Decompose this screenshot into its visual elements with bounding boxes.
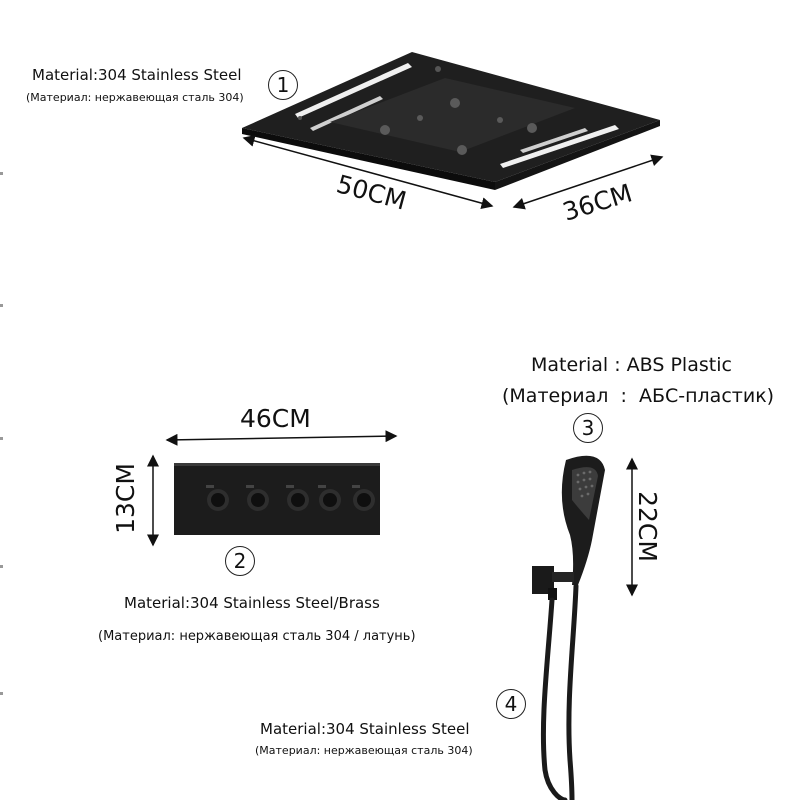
item-2-material-ru: (Материал: нержавеющая сталь 304 / латун…: [98, 629, 416, 644]
item-3-material-en: Material : ABS Plastic: [531, 354, 732, 376]
item-4-material-ru: (Материал: нержавеющая сталь 304): [255, 744, 473, 757]
width-arrow-1: [242, 134, 494, 210]
item-4-number-badge: 4: [496, 689, 526, 719]
valve-panel-image: [174, 463, 380, 535]
item-1-number-badge: 1: [268, 70, 298, 100]
item-3-material-ru: (Материал : АБС-пластик): [502, 385, 775, 407]
edge-mark: [0, 437, 3, 440]
item-2-number-badge: 2: [225, 546, 255, 576]
item-2-width-label: 46CM: [240, 404, 311, 433]
edge-mark: [0, 692, 3, 695]
item-3-height-label: 22CM: [632, 491, 662, 562]
item-1-material-ru: (Материал: нержавеющая сталь 304): [26, 91, 244, 104]
hand-shower-image: [532, 455, 605, 600]
shower-hose-image: [540, 583, 579, 800]
depth-arrow-1: [512, 154, 664, 210]
item-1-material-en: Material:304 Stainless Steel: [32, 66, 242, 84]
item-2-height-label: 13CM: [110, 463, 140, 534]
edge-mark: [0, 172, 3, 175]
edge-mark: [0, 565, 3, 568]
width-arrow-2: [165, 430, 398, 446]
edge-mark: [0, 304, 3, 307]
rain-shower-head-image: [242, 52, 660, 190]
item-3-number-badge: 3: [573, 413, 603, 443]
item-2-material-en: Material:304 Stainless Steel/Brass: [124, 594, 380, 612]
item-4-material-en: Material:304 Stainless Steel: [260, 720, 470, 738]
